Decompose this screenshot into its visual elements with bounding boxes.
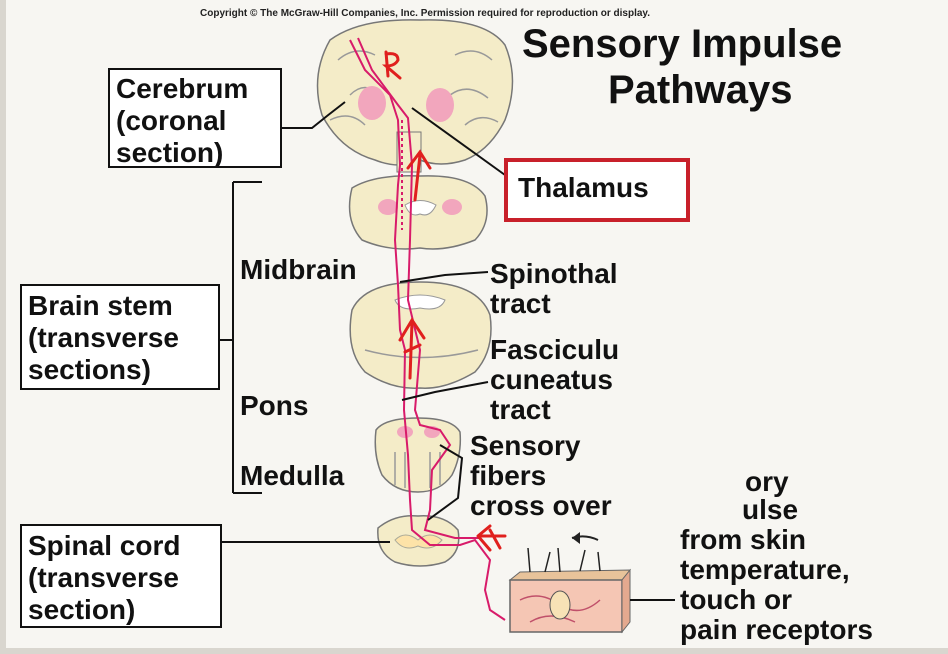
pons-label: Pons [240, 392, 308, 420]
brain-stem-label-3: sections) [28, 354, 218, 386]
fasciculus-label-2: cuneatus [490, 366, 613, 394]
cerebrum-label-2: (coronal [116, 105, 280, 137]
sensory-fibers-label-3: cross over [470, 492, 612, 520]
spinal-cord-label-box: Spinal cord (transverse section) [20, 524, 222, 628]
spinal-cord-label-3: section) [28, 594, 220, 626]
brain-stem-label-box: Brain stem (transverse sections) [20, 284, 220, 390]
title-line-2: Pathways [608, 70, 793, 110]
spinal-cord-section [378, 516, 459, 566]
fasciculus-label-3: tract [490, 396, 551, 424]
fasciculus-label-1: Fasciculu [490, 336, 619, 364]
bottom-frame-bar [0, 648, 948, 654]
spinothal-label-2: tract [490, 290, 551, 318]
skin-block [510, 548, 630, 632]
cerebrum-section [318, 20, 513, 172]
midbrain-label: Midbrain [240, 256, 357, 284]
medulla-label: Medulla [240, 462, 344, 490]
spinal-cord-label-1: Spinal cord [28, 530, 220, 562]
thalamus-label: Thalamus [518, 174, 686, 202]
midbrain-section [350, 176, 488, 249]
title-line-1: Sensory Impulse [522, 24, 842, 64]
impulse-label-2: ulse [742, 496, 798, 524]
cerebrum-label-box: Cerebrum (coronal section) [108, 68, 282, 168]
brain-stem-label-2: (transverse [28, 322, 218, 354]
impulse-label-4: temperature, [680, 556, 850, 584]
copyright-notice: Copyright © The McGraw-Hill Companies, I… [200, 9, 650, 19]
thalamus-right [426, 88, 454, 122]
impulse-label-1: ory [745, 468, 789, 496]
thalamus-label-box: Thalamus [504, 158, 690, 222]
cerebrum-label-1: Cerebrum [116, 73, 280, 105]
sensory-fibers-label-2: fibers [470, 462, 546, 490]
impulse-label-3: from skin [680, 526, 806, 554]
spinal-cord-label-2: (transverse [28, 562, 220, 594]
left-frame-bar [0, 0, 6, 654]
thalamus-left [358, 86, 386, 120]
sensory-fibers-label-1: Sensory [470, 432, 581, 460]
brain-stem-label-1: Brain stem [28, 290, 218, 322]
impulse-label-6: pain receptors [680, 616, 873, 644]
spinothal-label-1: Spinothal [490, 260, 618, 288]
impulse-label-5: touch or [680, 586, 792, 614]
medulla-section [375, 418, 460, 492]
cerebrum-label-3: section) [116, 137, 280, 169]
